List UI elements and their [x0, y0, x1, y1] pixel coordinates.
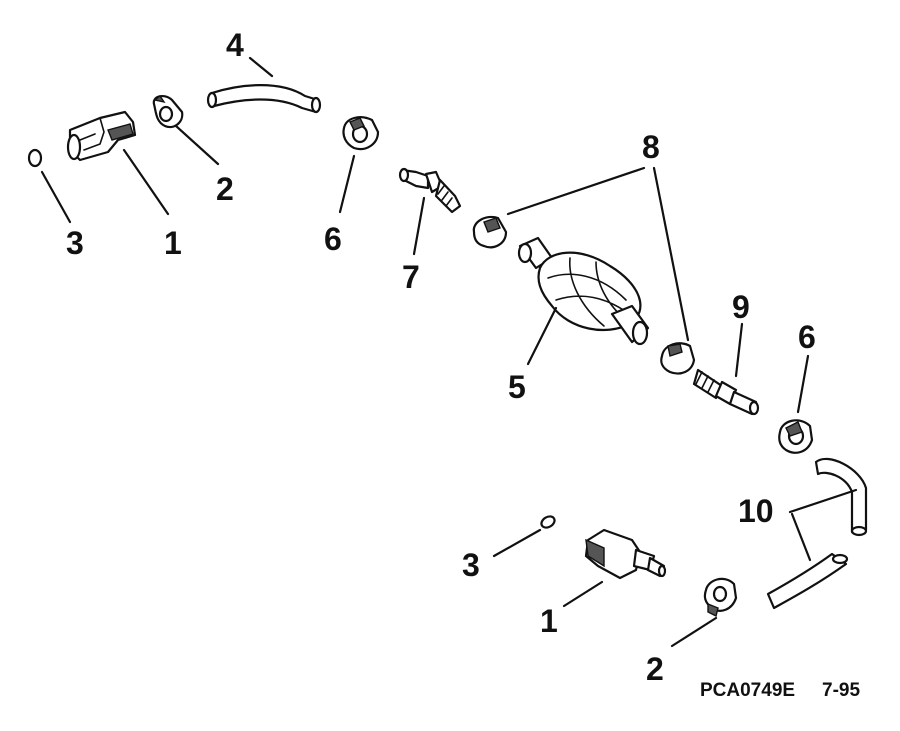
fuel-hose-short — [206, 84, 322, 114]
callout-5: 5 — [508, 369, 526, 405]
hose-clamp-lower — [703, 577, 738, 618]
callout-2-lower: 2 — [646, 651, 664, 687]
callout-3-upper: 3 — [66, 225, 84, 261]
hose-clamp-6-lower — [778, 419, 814, 454]
callout-4: 4 — [226, 27, 244, 63]
leader-lines — [40, 56, 858, 648]
callout-labels: 3 1 2 4 6 7 8 5 9 6 10 3 1 2 — [66, 27, 816, 687]
figure-code: PCA0749E — [700, 680, 795, 701]
fuel-hose-long — [766, 457, 868, 610]
fuel-connector-upper — [66, 110, 137, 162]
callout-7: 7 — [402, 259, 420, 295]
callout-1-upper: 1 — [164, 225, 182, 261]
callout-8: 8 — [642, 129, 660, 165]
hose-clamp-upper — [152, 94, 184, 129]
hose-clamp-6-upper — [342, 116, 380, 151]
figure-caption: PCA0749E 7-95 — [700, 680, 860, 701]
callout-6-upper: 6 — [324, 221, 342, 257]
hose-fitting-9 — [692, 368, 760, 416]
callout-9: 9 — [732, 289, 750, 325]
o-ring-lower — [540, 515, 556, 529]
hose-clamp-8-lower — [660, 342, 696, 375]
o-ring-upper — [27, 148, 43, 168]
hose-clamp-8-upper — [472, 215, 508, 249]
callout-1-lower: 1 — [540, 603, 558, 639]
callout-10: 10 — [738, 493, 774, 529]
hose-fitting-7 — [398, 167, 462, 214]
fuel-connector-lower — [584, 528, 667, 580]
callout-6-lower: 6 — [798, 319, 816, 355]
callout-2-upper: 2 — [216, 171, 234, 207]
callout-3-lower: 3 — [462, 547, 480, 583]
primer-bulb — [517, 236, 650, 346]
figure-date: 7-95 — [822, 680, 860, 701]
